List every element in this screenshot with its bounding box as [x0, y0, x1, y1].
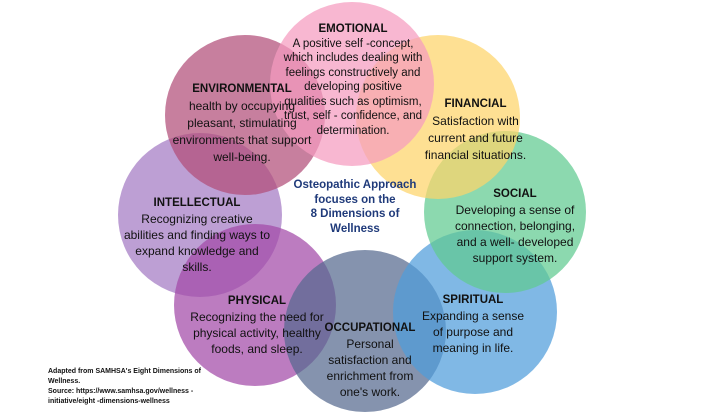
dimension-social: SOCIAL Developing a sense of connection,…	[450, 186, 580, 266]
dimension-occupational: OCCUPATIONAL Personal satisfaction and e…	[320, 320, 420, 400]
dimension-emotional: EMOTIONAL A positive self -concept, whic…	[283, 22, 423, 138]
dimension-title: SPIRITUAL	[442, 294, 504, 306]
center-title-line: Wellness	[330, 222, 380, 235]
center-title-line: 8 Dimensions of	[310, 208, 400, 220]
dimension-intellectual: INTELLECTUAL Recognizing creative abilit…	[122, 195, 272, 275]
center-title: Osteopathic Approach focuses on the 8 Di…	[280, 178, 430, 236]
source-url: Source: https://www.samhsa.gov/wellness …	[48, 388, 194, 405]
dimension-title: PHYSICAL	[227, 295, 287, 307]
dimension-title: OCCUPATIONAL	[324, 322, 416, 334]
dimension-title: FINANCIAL	[444, 98, 507, 110]
dimension-financial: FINANCIAL Satisfaction with current and …	[423, 96, 528, 164]
center-title-line: focuses on the	[314, 193, 396, 206]
source-attribution: Adapted from SAMHSA's Eight Dimensions o…	[48, 368, 201, 385]
source-note: Adapted from SAMHSA's Eight Dimensions o…	[48, 367, 228, 407]
dimension-title: EMOTIONAL	[318, 23, 388, 35]
dimension-spiritual: SPIRITUAL Expanding a sense of purpose a…	[418, 292, 528, 356]
dimension-text: Recognizing creative abilities and findi…	[123, 212, 271, 274]
dimension-text: Recognizing the need for physical activi…	[190, 310, 324, 356]
dimension-text: A positive self -concept, which includes…	[283, 37, 423, 137]
center-title-line: Osteopathic Approach	[293, 179, 417, 191]
dimension-title: SOCIAL	[493, 188, 537, 200]
dimension-title: INTELLECTUAL	[153, 197, 241, 209]
dimension-text: health by occupying pleasant, stimulatin…	[172, 99, 312, 164]
dimension-text: Developing a sense of connection, belong…	[454, 203, 576, 265]
dimension-physical: PHYSICAL Recognizing the need for physic…	[182, 293, 332, 357]
dimension-text: Expanding a sense of purpose and meaning…	[421, 309, 525, 355]
dimension-environmental: ENVIRONMENTAL health by occupying pleasa…	[172, 81, 312, 166]
dimension-text: Satisfaction with current and future fin…	[424, 114, 527, 162]
dimension-title: ENVIRONMENTAL	[192, 83, 292, 95]
dimension-text: Personal satisfaction and enrichment fro…	[326, 337, 414, 399]
circle-emotional	[270, 2, 434, 166]
